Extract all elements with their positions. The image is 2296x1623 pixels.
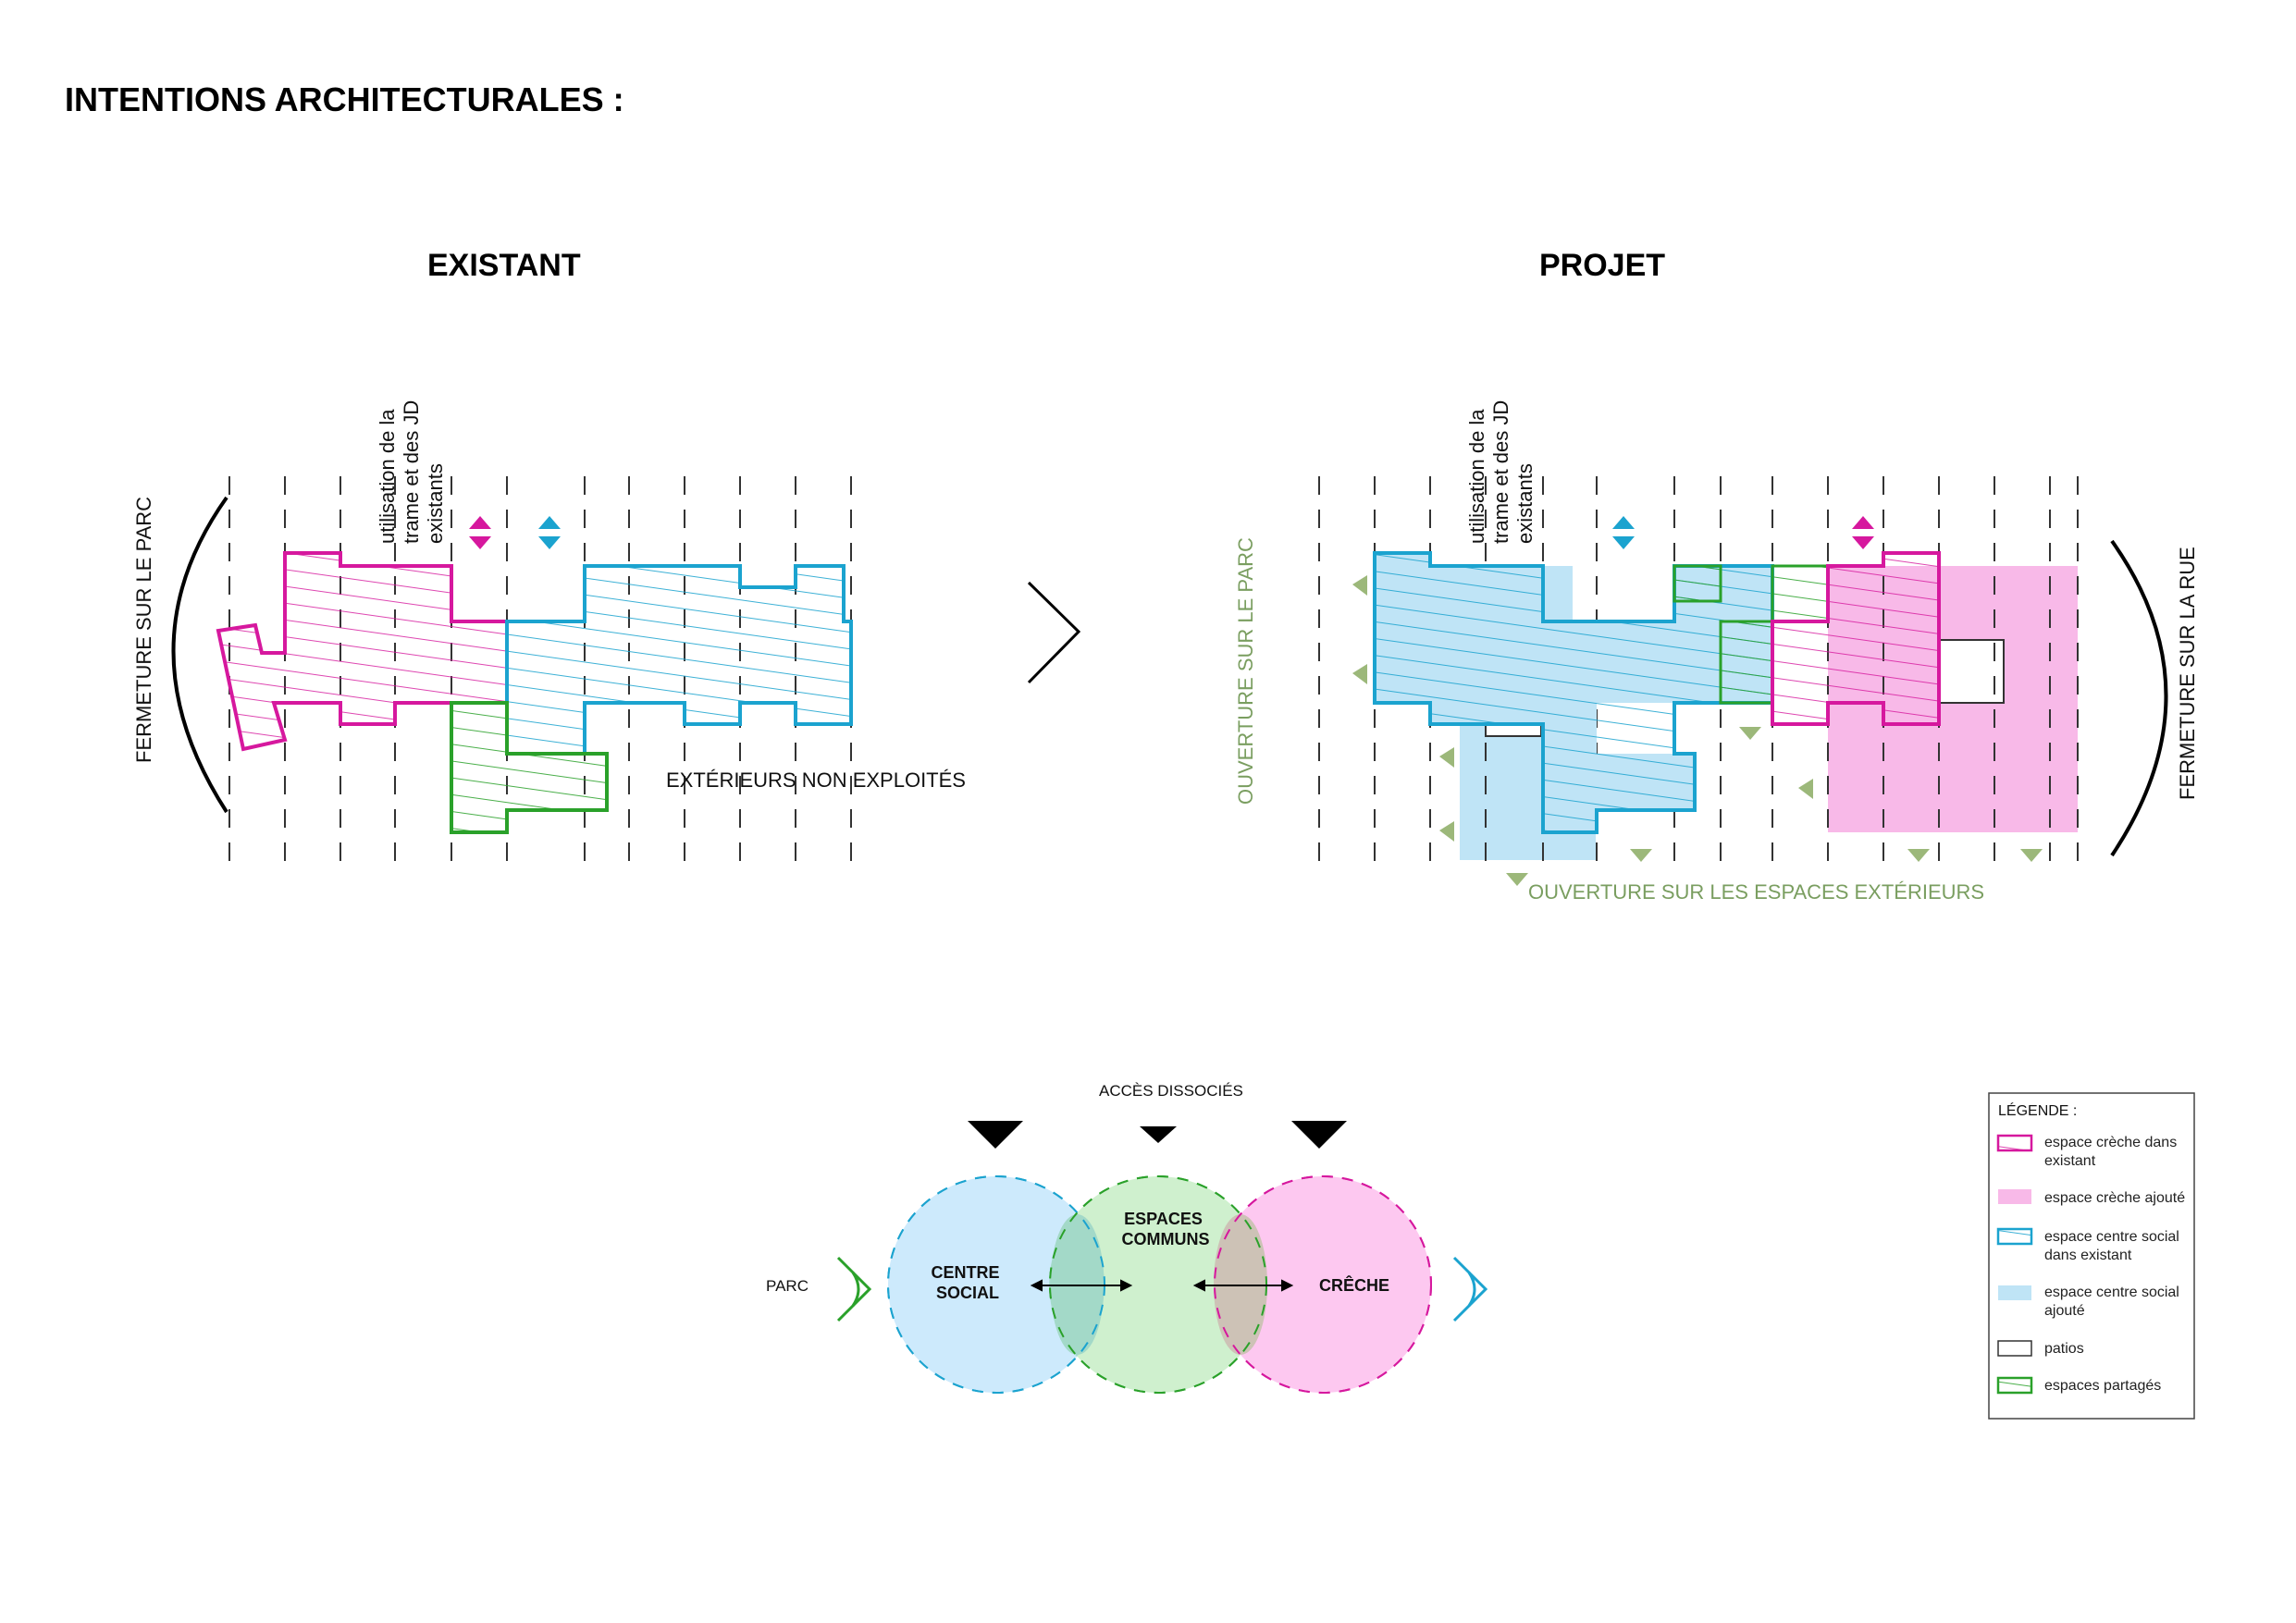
legend-swatch-shared bbox=[1996, 1376, 2033, 1395]
triangle-left-icon bbox=[1352, 575, 1367, 596]
legend-swatch-social-added bbox=[1998, 1285, 2031, 1300]
projet-social-outline bbox=[1373, 551, 1774, 834]
triangle-left-icon bbox=[1798, 779, 1813, 799]
projet-social-added bbox=[1460, 566, 1772, 860]
legend-item-shared: espaces partagés bbox=[2044, 1378, 2161, 1394]
creche-label: CRÊCHE bbox=[1319, 1275, 1389, 1295]
access-label: ACCÈS DISSOCIÉS bbox=[1099, 1082, 1243, 1100]
projet-plan: utilisation de la trame et des JD exista… bbox=[1234, 395, 2199, 904]
existant-plan: utilisation de la trame et des JD exista… bbox=[132, 395, 966, 874]
existant-trame-annotation: utilisation de la trame et des JD exista… bbox=[376, 395, 447, 544]
projet-patio-2 bbox=[1938, 639, 2005, 704]
chevron-right-icon bbox=[1027, 581, 1081, 684]
eye-icon bbox=[1452, 1256, 1488, 1322]
existant-title: EXISTANT bbox=[427, 248, 581, 283]
legend-swatch-social-existing bbox=[1996, 1227, 2033, 1246]
legend-item-creche-existing: espace crèche dans existant bbox=[2044, 1135, 2181, 1169]
triangle-down-icon bbox=[1630, 849, 1652, 862]
projet-right-label: FERMETURE SUR LA RUE bbox=[2176, 547, 2199, 800]
double-arrow-pink-icon bbox=[469, 516, 491, 549]
double-arrow-blue-icon bbox=[538, 516, 561, 549]
double-arrow-icon bbox=[1030, 1279, 1294, 1292]
existant-creche-shape bbox=[216, 551, 509, 752]
legend-item-patios: patios bbox=[2044, 1341, 2084, 1357]
projet-left-label: OUVERTURE SUR LE PARC bbox=[1234, 537, 1257, 805]
existant-social-shape bbox=[505, 564, 853, 756]
legend-item-social-existing: espace centre social dans existant bbox=[2044, 1229, 2183, 1263]
projet-bottom-label: OUVERTURE SUR LES ESPACES EXTÉRIEURS bbox=[1528, 880, 1984, 904]
legend-swatch-creche-existing bbox=[1996, 1134, 2033, 1152]
projet-creche-shape bbox=[1771, 551, 1941, 726]
legend-swatch-creche-added bbox=[1998, 1189, 2031, 1204]
existant-exterior-label: EXTÉRIEURS NON EXPLOITÉS bbox=[666, 768, 966, 792]
projet-right-bracket bbox=[2110, 539, 2168, 857]
opening-triangles bbox=[1352, 575, 2043, 886]
existant-left-bracket bbox=[171, 496, 228, 814]
triangle-left-icon bbox=[1352, 664, 1367, 684]
legend-title: LÉGENDE : bbox=[1998, 1101, 2077, 1119]
page-title: INTENTIONS ARCHITECTURALES : bbox=[65, 80, 624, 118]
triangle-down-icon bbox=[2020, 849, 2043, 862]
centre-social-label: CENTRE SOCIAL bbox=[931, 1263, 1004, 1302]
triangle-down-icon bbox=[1907, 849, 1930, 862]
triangle-down-icon bbox=[1739, 727, 1761, 740]
triangle-left-icon bbox=[1439, 821, 1454, 842]
legend: LÉGENDE : espace crèche dans existant es… bbox=[1988, 1092, 2195, 1420]
eye-icon bbox=[836, 1256, 872, 1322]
projet-trame-annotation: utilisation de la trame et des JD exista… bbox=[1465, 395, 1537, 544]
access-diagram: ACCÈS DISSOCIÉS CENTRE SOCIAL ESPACES bbox=[766, 1082, 1488, 1394]
espaces-communs-label: ESPACES COMMUNS bbox=[1122, 1210, 1210, 1248]
projet-title: PROJET bbox=[1539, 248, 1665, 283]
legend-item-social-added: espace centre social ajouté bbox=[2044, 1285, 2183, 1319]
parc-label: PARC bbox=[766, 1277, 809, 1295]
existant-shared-shape bbox=[450, 701, 609, 834]
existant-left-label: FERMETURE SUR LE PARC bbox=[132, 497, 155, 763]
legend-item-creche-added: espace crèche ajouté bbox=[2044, 1190, 2185, 1206]
double-arrow-pink-icon bbox=[1852, 516, 1874, 549]
triangle-left-icon bbox=[1439, 747, 1454, 768]
triangle-down-icon bbox=[1291, 1121, 1347, 1149]
triangle-down-icon bbox=[1140, 1126, 1177, 1143]
triangle-down-icon bbox=[1506, 873, 1528, 886]
double-arrow-blue-icon bbox=[1612, 516, 1635, 549]
triangle-down-icon bbox=[968, 1121, 1023, 1149]
legend-swatch-patios bbox=[1997, 1340, 2032, 1357]
